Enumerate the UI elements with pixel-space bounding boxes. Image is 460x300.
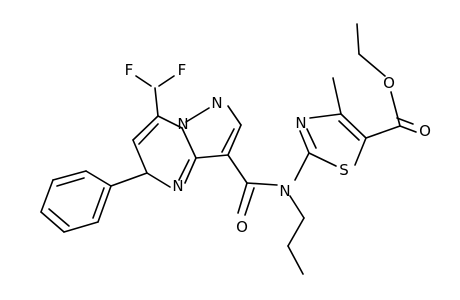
atom-label-oxygen: O [236, 218, 248, 236]
bond [338, 120, 360, 141]
bond [157, 115, 183, 129]
atom-label-fluorine: F [125, 61, 134, 79]
bond [299, 130, 310, 154]
bond [309, 113, 342, 119]
bond [85, 170, 112, 187]
atom-label-nitrogen: N [211, 94, 222, 112]
bond [354, 137, 367, 166]
bond [48, 208, 70, 227]
bond [132, 139, 148, 174]
bond [396, 117, 414, 125]
atom-label-nitrogen: N [279, 182, 290, 200]
bond [365, 125, 401, 139]
bond [390, 91, 401, 127]
bond [92, 187, 105, 219]
bond [110, 172, 148, 187]
bond [289, 195, 305, 219]
bond [40, 179, 54, 213]
atom-label-nitrogen: N [172, 177, 183, 195]
bond [244, 187, 255, 216]
bond [246, 182, 278, 186]
bond [221, 128, 235, 153]
atom-label-oxygen: O [419, 122, 431, 140]
bond [52, 170, 87, 181]
bond [227, 154, 248, 184]
atom-label-fluorine: F [178, 61, 187, 79]
bond [227, 124, 242, 156]
bond [287, 245, 304, 275]
bond [158, 75, 175, 87]
bond [340, 113, 367, 139]
bond [294, 152, 310, 181]
bond [195, 154, 229, 159]
bond [63, 221, 99, 233]
atom-label-nitrogen: N [295, 114, 306, 132]
bond [306, 128, 317, 149]
bond [237, 182, 248, 214]
bond [287, 217, 305, 247]
bond [308, 152, 337, 167]
bond [138, 123, 159, 145]
bond [356, 23, 360, 55]
bond [185, 107, 210, 123]
atom-label-oxygen: O [383, 74, 395, 92]
bond [56, 177, 85, 187]
bond [40, 211, 65, 233]
bond [97, 185, 112, 223]
bond [227, 105, 242, 126]
bond [184, 157, 197, 184]
bond [178, 159, 190, 181]
bond [358, 53, 386, 77]
atom-label-sulfur: S [339, 161, 349, 179]
bond [135, 75, 152, 87]
bond [146, 172, 171, 188]
bond [332, 77, 342, 115]
atom-label-nitrogen: N [177, 115, 188, 133]
bond [154, 87, 159, 117]
bond [399, 125, 417, 133]
bond [132, 115, 159, 141]
bond [181, 127, 197, 159]
